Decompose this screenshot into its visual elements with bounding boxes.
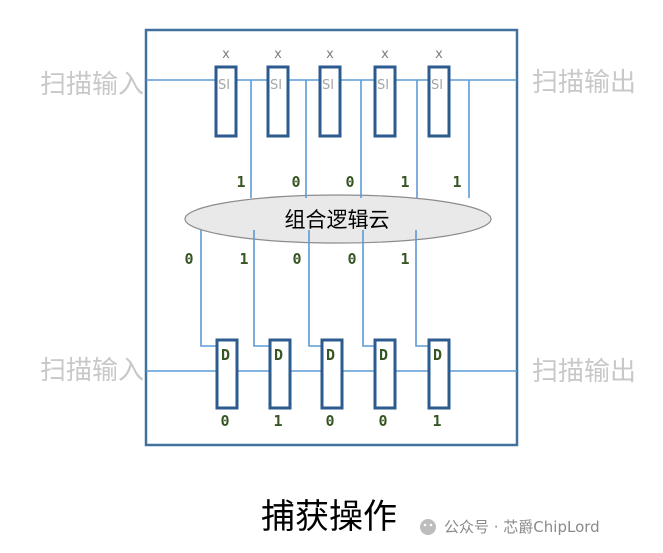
response-bit-label: 1 bbox=[400, 173, 409, 191]
captured-value-label: 1 bbox=[432, 412, 441, 430]
capture-bit-label: 0 bbox=[347, 250, 356, 268]
captured-value-label: 0 bbox=[220, 412, 229, 430]
d-label: D bbox=[379, 346, 388, 364]
unknown-value-label: x bbox=[381, 47, 389, 62]
top-scan-cell bbox=[427, 65, 451, 138]
capture-bit-label: 0 bbox=[184, 250, 193, 268]
cloud-label: 组合逻辑云 bbox=[285, 208, 390, 232]
top-scan-cell bbox=[318, 65, 342, 138]
bottom-capture-cell bbox=[320, 338, 344, 410]
watermark-text: 公众号 · 芯爵ChipLord bbox=[444, 518, 600, 536]
scan-out-bottom-label: 扫描输出 bbox=[532, 357, 636, 387]
bottom-capture-cell bbox=[373, 338, 397, 410]
unknown-value-label: x bbox=[435, 47, 443, 62]
si-label: SI bbox=[377, 78, 389, 93]
captured-value-label: 1 bbox=[273, 412, 282, 430]
d-label: D bbox=[433, 346, 442, 364]
d-label: D bbox=[221, 346, 230, 364]
response-bit-label: 0 bbox=[291, 173, 300, 191]
scan-in-bottom-label: 扫描输入 bbox=[40, 356, 144, 386]
response-bit-label: 1 bbox=[236, 173, 245, 191]
wechat-icon bbox=[420, 519, 436, 535]
scan-out-top-label: 扫描输出 bbox=[532, 68, 636, 98]
response-bit-label: 1 bbox=[452, 173, 461, 191]
response-bit-label: 0 bbox=[345, 173, 354, 191]
top-scan-cell bbox=[214, 65, 238, 138]
bottom-capture-cell bbox=[427, 338, 451, 410]
unknown-value-label: x bbox=[326, 47, 334, 62]
cloud-to-cell-wire bbox=[308, 230, 322, 347]
si-label: SI bbox=[431, 78, 443, 93]
captured-value-label: 0 bbox=[378, 412, 387, 430]
bottom-capture-cell bbox=[268, 338, 292, 410]
bottom-capture-cell bbox=[215, 338, 239, 410]
cloud-to-cell-wire bbox=[415, 230, 429, 347]
unknown-value-label: x bbox=[274, 47, 282, 62]
chip-frame bbox=[144, 28, 519, 447]
capture-bit-label: 0 bbox=[292, 250, 301, 268]
capture-bit-label: 1 bbox=[400, 250, 409, 268]
si-label: SI bbox=[218, 78, 230, 93]
scan-in-top-label: 扫描输入 bbox=[40, 70, 144, 100]
top-scan-cell bbox=[266, 65, 290, 138]
cloud-to-cell-wire bbox=[253, 230, 270, 347]
si-label: SI bbox=[270, 78, 282, 93]
d-label: D bbox=[274, 346, 283, 364]
captured-value-label: 0 bbox=[325, 412, 334, 430]
caption: 捕获操作 bbox=[261, 497, 397, 537]
d-label: D bbox=[326, 346, 335, 364]
si-label: SI bbox=[322, 78, 334, 93]
unknown-value-label: x bbox=[222, 47, 230, 62]
cloud-to-cell-wire bbox=[362, 230, 375, 347]
capture-bit-label: 1 bbox=[239, 250, 248, 268]
cloud-to-cell-wire bbox=[200, 230, 217, 347]
top-scan-cell bbox=[373, 65, 397, 138]
combinational-logic-cloud bbox=[184, 194, 492, 244]
watermark: 公众号 · 芯爵ChipLord bbox=[420, 518, 600, 536]
